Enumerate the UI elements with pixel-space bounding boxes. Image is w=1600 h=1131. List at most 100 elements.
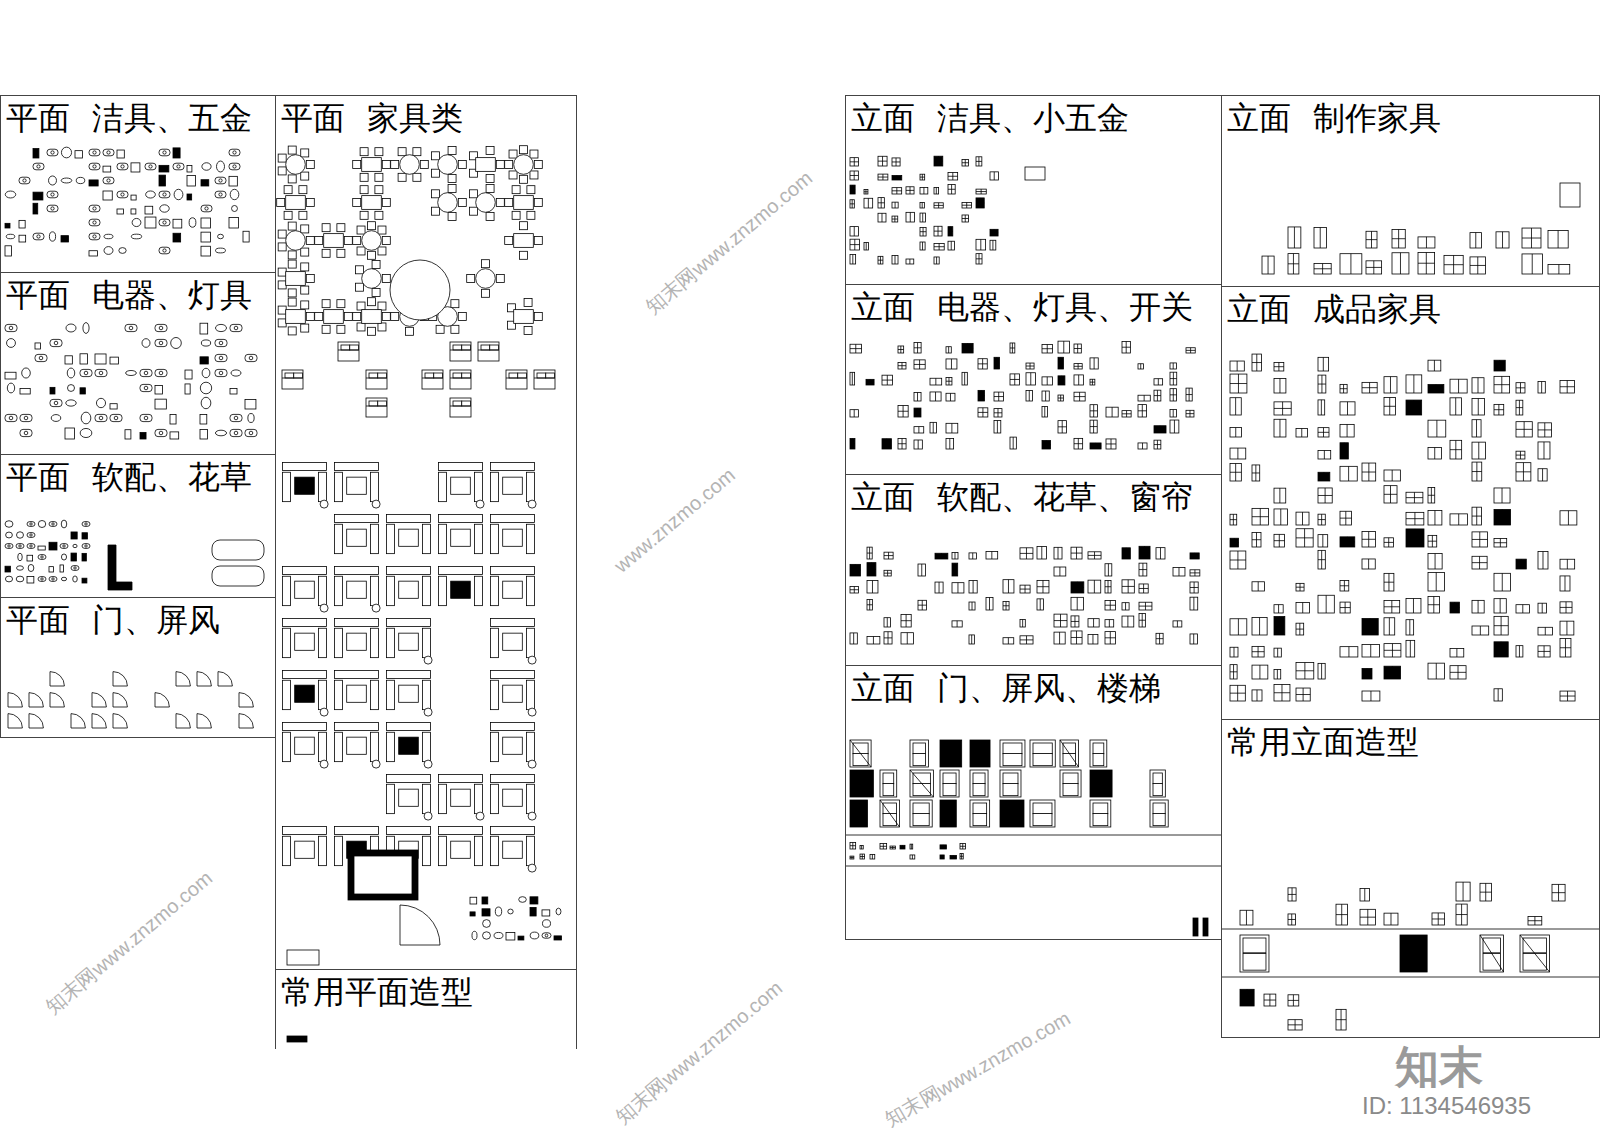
chair-symbol bbox=[360, 211, 368, 219]
fixture-symbol bbox=[249, 356, 253, 360]
elevation-symbol bbox=[1074, 396, 1085, 397]
elevation-symbol bbox=[997, 421, 998, 433]
elevation-symbol bbox=[1252, 646, 1264, 657]
elevation-symbol bbox=[1274, 605, 1283, 613]
elevation-symbol bbox=[1516, 605, 1530, 613]
sofa-symbol bbox=[490, 826, 534, 834]
sofa-symbol bbox=[334, 514, 378, 522]
elevation-symbol bbox=[1436, 663, 1437, 679]
elevation-symbol bbox=[1122, 548, 1130, 559]
chair-symbol bbox=[288, 222, 296, 230]
elevation-symbol bbox=[954, 563, 955, 576]
section-heading: 平面 软配、花草 bbox=[1, 455, 257, 499]
elevation-symbol bbox=[914, 408, 921, 417]
door-swing bbox=[155, 693, 169, 707]
table-symbol bbox=[503, 633, 523, 650]
door-panel bbox=[883, 784, 894, 796]
elevation-symbol bbox=[1140, 364, 1141, 369]
elevation-symbol bbox=[1193, 634, 1194, 644]
elevation-symbol bbox=[1406, 492, 1423, 503]
watermark: 知末网www.znzmo.com bbox=[640, 165, 818, 321]
elevation-symbol bbox=[1340, 466, 1357, 481]
sofa-symbol bbox=[282, 722, 326, 730]
sofa-symbol bbox=[319, 576, 327, 605]
sofa-symbol bbox=[282, 836, 290, 865]
elevation-symbol bbox=[906, 259, 914, 264]
fixture-symbol bbox=[117, 191, 128, 198]
fixture-symbol bbox=[215, 177, 226, 184]
elevation-symbol bbox=[1538, 382, 1545, 393]
elevation-symbol bbox=[978, 390, 985, 401]
chair-symbol bbox=[486, 146, 494, 154]
elevation-symbol bbox=[870, 854, 875, 859]
chair-symbol bbox=[451, 300, 459, 308]
elevation-symbol bbox=[1318, 451, 1331, 459]
fixture-symbol bbox=[19, 545, 21, 547]
fixture-symbol bbox=[201, 180, 209, 186]
elevation-symbol bbox=[1560, 511, 1577, 525]
fixture-symbol bbox=[49, 577, 57, 582]
fixture-symbol bbox=[159, 165, 169, 172]
id-number: ID: 1134546935 bbox=[1362, 1092, 1531, 1120]
elevation-symbol bbox=[1090, 420, 1097, 433]
sofa-symbol bbox=[334, 732, 342, 761]
elevation-symbol bbox=[1010, 374, 1019, 385]
elevation-symbol bbox=[1259, 665, 1260, 679]
elevation-symbol bbox=[1154, 444, 1161, 445]
elevation-symbol bbox=[1088, 552, 1101, 559]
bed-symbol bbox=[422, 370, 443, 389]
table-symbol bbox=[362, 158, 382, 172]
fixture-symbol bbox=[24, 416, 28, 420]
door-symbol bbox=[940, 770, 959, 797]
table-symbol bbox=[476, 269, 496, 289]
elevation-symbol bbox=[1230, 560, 1246, 561]
chair-symbol bbox=[322, 224, 330, 232]
elevation-symbol bbox=[850, 348, 862, 349]
fixture-symbol bbox=[103, 166, 111, 172]
table-symbol bbox=[295, 633, 315, 650]
elevation-symbol bbox=[1516, 451, 1525, 459]
sofa-symbol bbox=[490, 628, 498, 657]
elevation-symbol bbox=[1240, 910, 1253, 925]
elevation-symbol bbox=[1173, 363, 1174, 369]
door-swing bbox=[50, 693, 64, 707]
elevation-symbol bbox=[1494, 616, 1508, 635]
elevation-symbol bbox=[1029, 391, 1030, 401]
fixture-symbol bbox=[219, 356, 223, 360]
fixture-symbol bbox=[19, 220, 25, 228]
elevation-symbol bbox=[934, 243, 944, 250]
elevation-symbol bbox=[1478, 399, 1479, 415]
fixture-symbol bbox=[230, 388, 237, 394]
chair-symbol bbox=[486, 175, 494, 183]
door-swing bbox=[29, 714, 43, 728]
elevation-symbol bbox=[922, 242, 923, 250]
elevation-symbol bbox=[1406, 529, 1424, 547]
elevation-symbol bbox=[1090, 358, 1098, 369]
elevation-symbol bbox=[850, 227, 858, 236]
elevation-symbol bbox=[1296, 694, 1310, 695]
chair-symbol bbox=[382, 199, 390, 207]
elevation-symbol bbox=[850, 856, 854, 859]
elevation-symbol bbox=[1037, 599, 1043, 610]
fixture-symbol bbox=[5, 414, 17, 421]
section-box: 平面 软配、花草 bbox=[0, 454, 276, 598]
door-panel bbox=[1033, 814, 1052, 826]
door-panel bbox=[1063, 784, 1078, 796]
elevation-symbol bbox=[1392, 229, 1405, 248]
door-panel bbox=[973, 784, 985, 796]
chair-symbol bbox=[278, 167, 286, 175]
fixture-symbol bbox=[16, 576, 24, 582]
elevation-symbol bbox=[1516, 471, 1531, 472]
elevation-symbol bbox=[1088, 555, 1101, 556]
chair-symbol bbox=[534, 199, 542, 207]
elevation-symbol bbox=[1088, 635, 1098, 644]
chair-symbol bbox=[382, 161, 390, 169]
elevation-symbol bbox=[1340, 254, 1362, 274]
fixture-symbol bbox=[201, 232, 210, 242]
elevation-symbol bbox=[1406, 640, 1415, 657]
bed-symbol bbox=[450, 398, 471, 417]
elevation-symbol bbox=[910, 855, 915, 859]
elevation-symbol bbox=[1472, 562, 1487, 563]
elevation-symbol bbox=[1122, 616, 1134, 627]
elevation-symbol bbox=[1230, 619, 1247, 635]
